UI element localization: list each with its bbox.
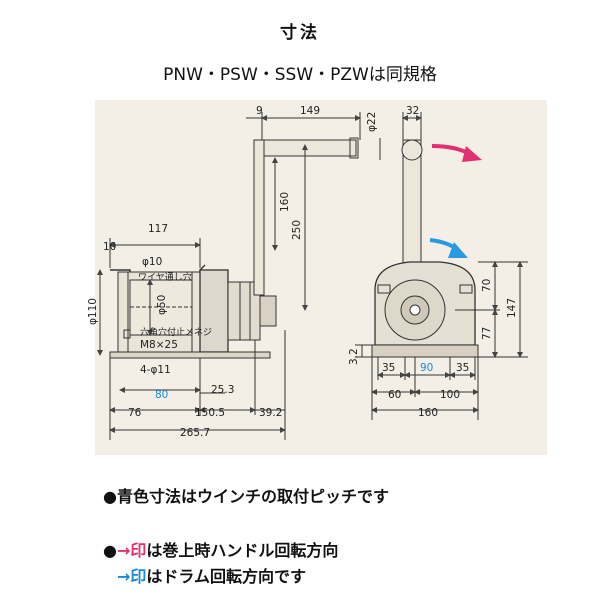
dim-150-5: 150.5 — [195, 407, 225, 419]
note-handle-direction: ●→印は巻上時ハンドル回転方向 — [103, 537, 338, 561]
dim-250: 250 — [291, 220, 303, 240]
dim-32: 32 — [406, 105, 419, 117]
dim-60: 60 — [388, 389, 401, 401]
drum-rotation-arrowhead — [448, 242, 468, 258]
dim-phi22: φ22 — [366, 112, 378, 132]
dim-90-pitch: 90 — [420, 362, 433, 374]
note-blue-arrow-mark: →印 — [117, 567, 147, 586]
page-title: 寸法 — [280, 23, 320, 43]
dim-10: 10 — [103, 241, 116, 253]
dim-phi50: φ50 — [156, 295, 168, 315]
dim-77: 77 — [481, 327, 493, 340]
dim-117: 117 — [148, 223, 168, 235]
note-red-arrow-mark: →印 — [116, 541, 147, 560]
note-drum-direction-text: はドラム回転方向です — [146, 567, 306, 586]
dim-80-pitch: 80 — [155, 389, 168, 401]
front-view — [355, 112, 528, 420]
dim-phi110: φ110 — [87, 298, 99, 325]
dim-147: 147 — [506, 298, 518, 318]
dim-100: 100 — [440, 389, 460, 401]
side-view — [97, 112, 381, 440]
note-blue-dimensions: ●青色寸法はウインチの取付ピッチです — [103, 487, 389, 506]
note-handle-direction-text: は巻上時ハンドル回転方向 — [146, 541, 339, 560]
dim-35-left: 35 — [382, 362, 395, 374]
page-subtitle: PNW・PSW・SSW・PZWは同規格 — [163, 65, 437, 85]
handle-rotation-arrow — [431, 144, 471, 156]
dim-phi10: φ10 — [142, 256, 162, 268]
note-bullet: ● — [103, 541, 117, 560]
label-hex-socket-screw: 六角穴付止メネジ — [140, 326, 212, 338]
dim-149: 149 — [300, 105, 320, 117]
handle-rotation-arrowhead — [462, 146, 482, 162]
dim-3-2: 3.2 — [348, 348, 360, 365]
dim-160-width: 160 — [418, 407, 438, 419]
dim-39-2: 39.2 — [259, 407, 282, 419]
dim-9: 9 — [256, 105, 263, 117]
label-m8x25: M8×25 — [140, 339, 178, 351]
dim-25-3: 25.3 — [211, 384, 234, 396]
dim-70: 70 — [481, 279, 493, 292]
dim-76: 76 — [128, 407, 142, 419]
dim-4-phi11: 4-φ11 — [140, 364, 171, 376]
dim-160: 160 — [279, 192, 291, 212]
dim-35-right: 35 — [456, 362, 469, 374]
note-drum-direction: →印はドラム回転方向です — [117, 563, 306, 587]
label-wire-hole: ワイヤ通し穴 — [138, 271, 192, 283]
dim-265-7: 265.7 — [180, 427, 210, 439]
